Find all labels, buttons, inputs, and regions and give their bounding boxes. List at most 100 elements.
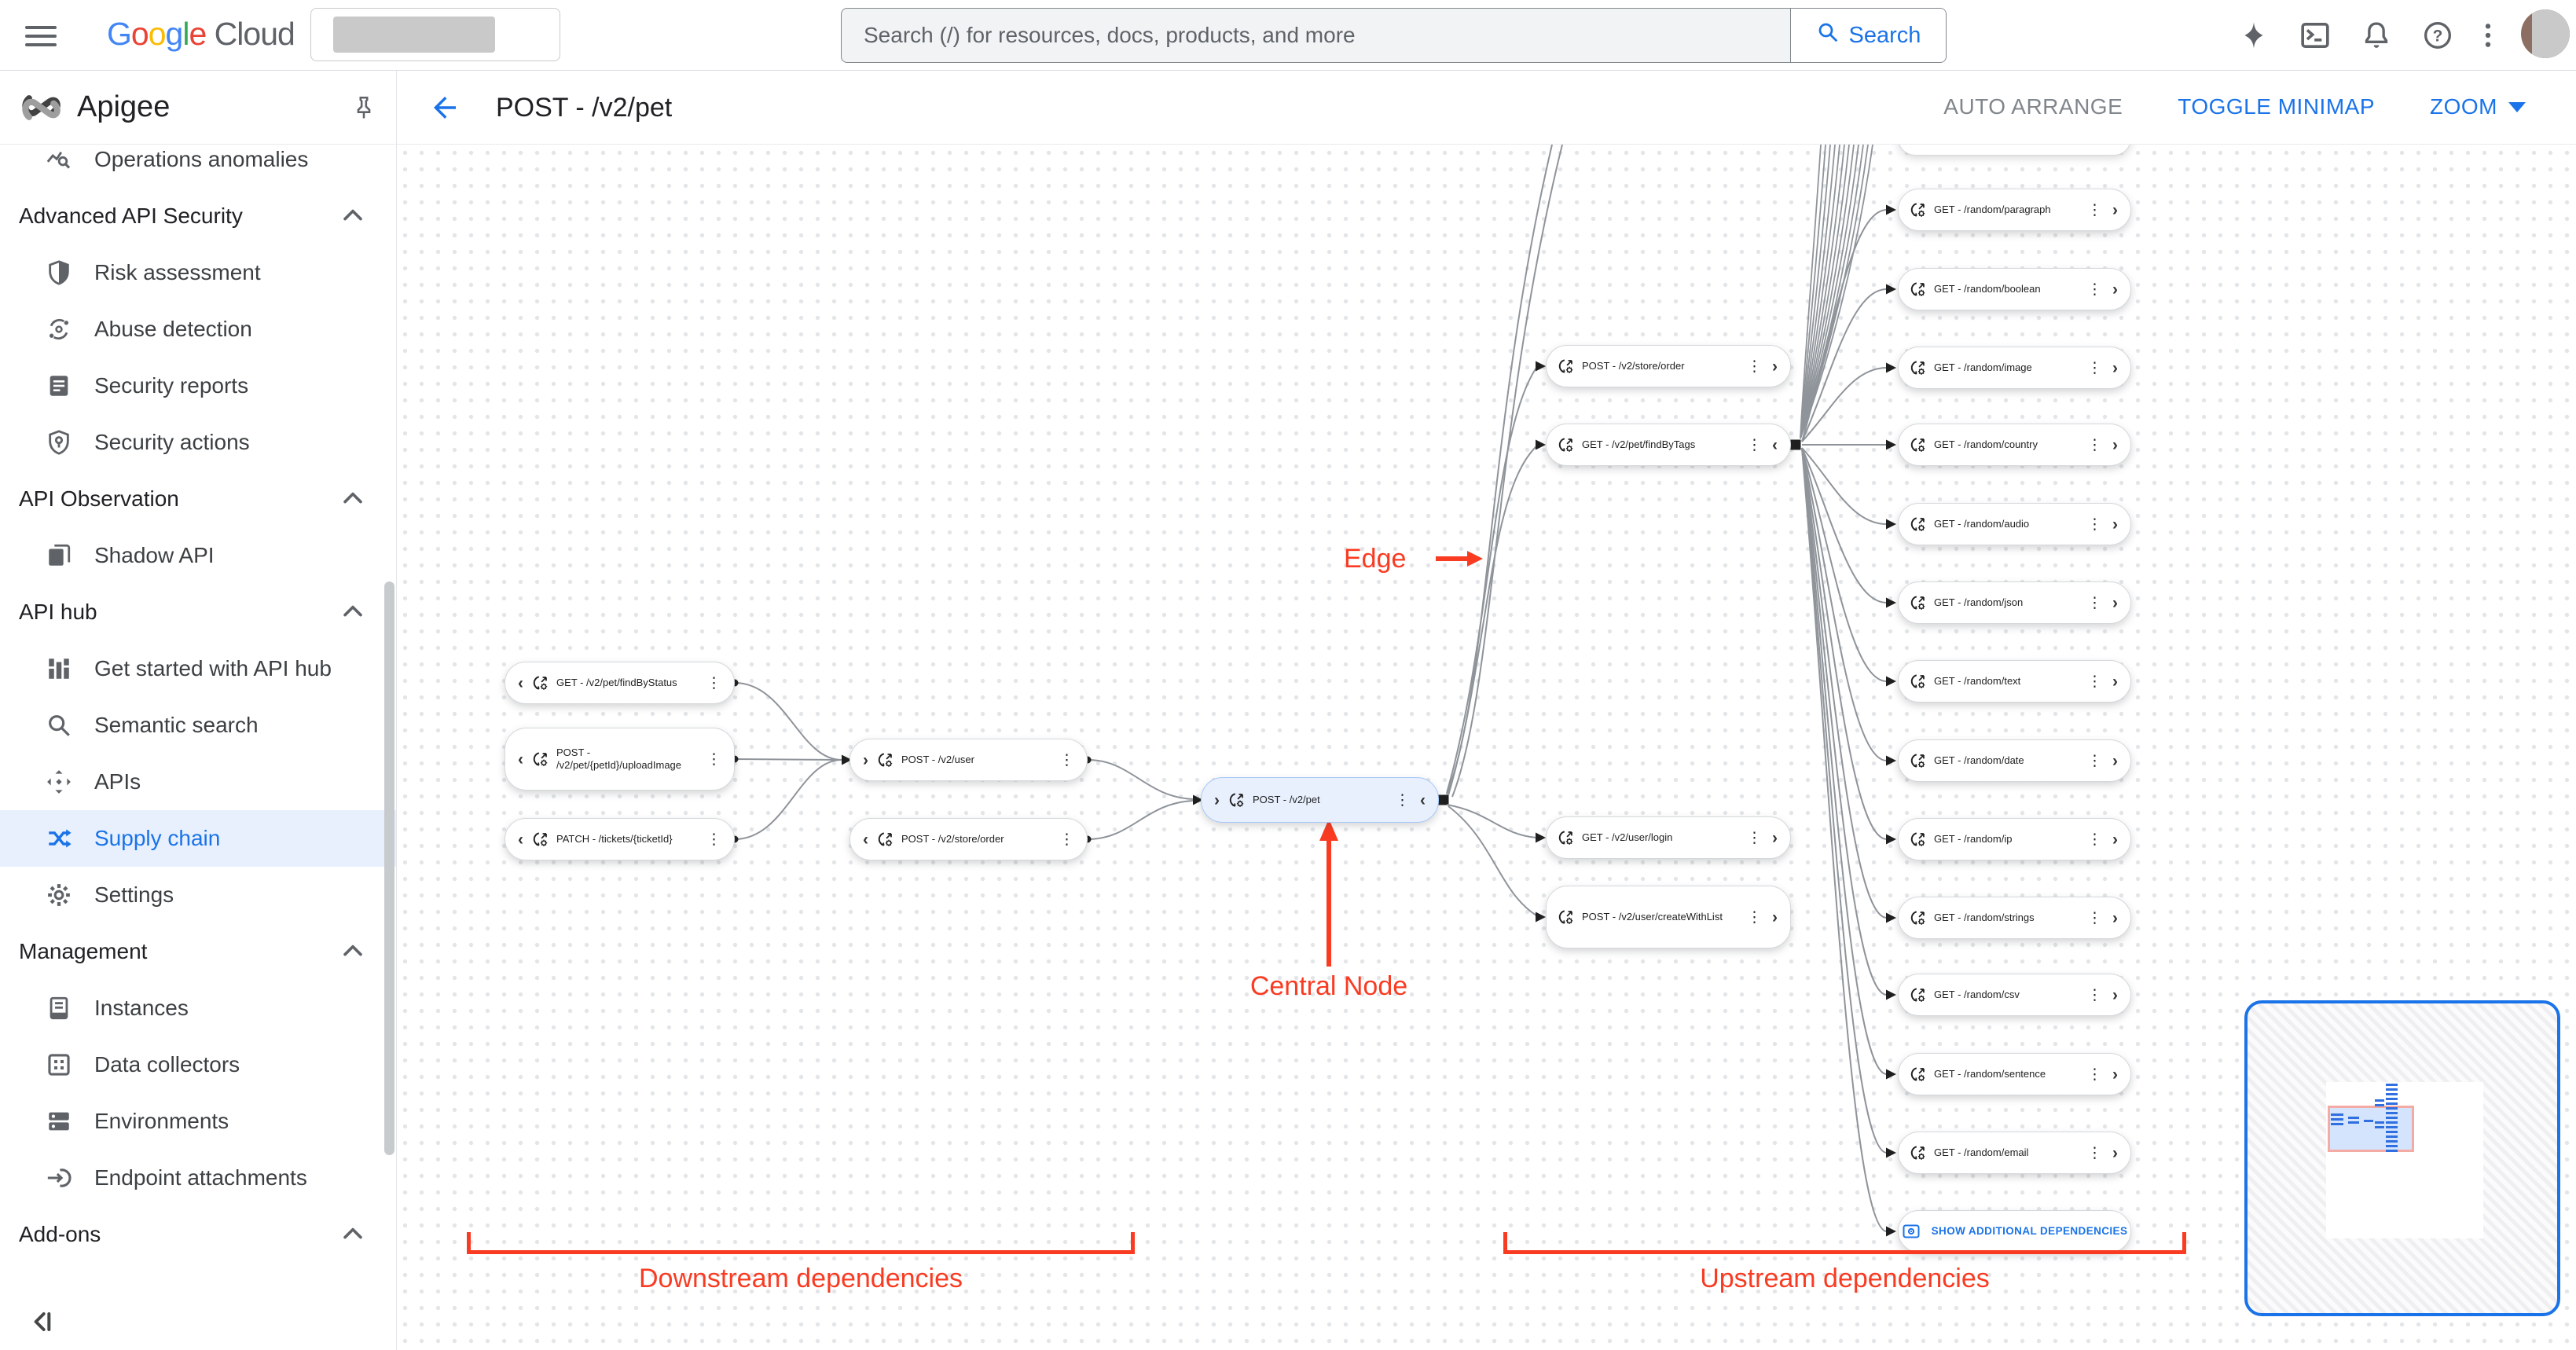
node-menu-icon[interactable]: ⋮ <box>2087 1066 2102 1083</box>
graph-node-get-random-image[interactable]: GET - /random/image⋮› <box>1898 347 2131 389</box>
node-menu-icon[interactable]: ⋮ <box>2087 831 2102 848</box>
node-menu-icon[interactable]: ⋮ <box>2087 436 2102 453</box>
expand-chevron-icon[interactable]: › <box>2112 435 2118 454</box>
more-vert-icon[interactable] <box>2472 20 2504 51</box>
node-menu-icon[interactable]: ⋮ <box>2087 986 2102 1003</box>
graph-node-get-v2-pet-findbytags[interactable]: GET - /v2/pet/findByTags⋮‹ <box>1546 424 1791 466</box>
cloud-shell-icon[interactable] <box>2299 20 2331 51</box>
node-menu-icon[interactable]: ⋮ <box>2087 673 2102 690</box>
graph-node-get-random-paragraph[interactable]: GET - /random/paragraph⋮› <box>1898 189 2131 231</box>
expand-chevron-icon[interactable]: ‹ <box>1420 791 1426 809</box>
node-menu-icon[interactable]: ⋮ <box>1747 358 1762 375</box>
expand-chevron-icon[interactable]: › <box>2112 358 2118 377</box>
node-menu-icon[interactable]: ⋮ <box>2087 201 2102 218</box>
sidebar-section-advanced-api-security[interactable]: Advanced API Security <box>0 188 396 244</box>
expand-chevron-icon[interactable]: › <box>2112 593 2118 612</box>
node-menu-icon[interactable]: ⋮ <box>1747 829 1762 846</box>
zoom-button[interactable]: ZOOM <box>2430 94 2526 119</box>
back-arrow-icon[interactable] <box>428 91 461 124</box>
node-menu-icon[interactable]: ⋮ <box>2087 359 2102 376</box>
node-menu-icon[interactable]: ⋮ <box>1395 791 1410 809</box>
node-menu-icon[interactable]: ⋮ <box>706 750 721 768</box>
expand-chevron-icon[interactable]: › <box>2112 751 2118 770</box>
graph-node-get-random-csv[interactable]: GET - /random/csv⋮› <box>1898 974 2131 1016</box>
graph-node-get-random-date[interactable]: GET - /random/date⋮› <box>1898 739 2131 782</box>
expand-chevron-icon[interactable]: ‹ <box>518 673 523 692</box>
sidebar-item-instances[interactable]: Instances <box>0 980 396 1036</box>
node-menu-icon[interactable]: ⋮ <box>1059 751 1074 769</box>
graph-node-get-random-country[interactable]: GET - /random/country⋮› <box>1898 424 2131 466</box>
graph-node-post-v2-pet[interactable]: ›POST - /v2/pet⋮‹ <box>1201 777 1439 823</box>
pin-icon[interactable] <box>350 94 377 121</box>
graph-node-get-v2-pet-findbystatus[interactable]: ‹GET - /v2/pet/findByStatus⋮ <box>505 662 735 704</box>
toggle-minimap-button[interactable]: TOGGLE MINIMAP <box>2178 94 2375 119</box>
search-button[interactable]: Search <box>1790 9 1946 62</box>
graph-node-get-random-json[interactable]: GET - /random/json⋮› <box>1898 581 2131 624</box>
auto-arrange-button[interactable]: AUTO ARRANGE <box>1943 94 2123 119</box>
graph-node-post-v2-store-order[interactable]: POST - /v2/store/order⋮› <box>1546 345 1791 387</box>
graph-node-get-random-ip[interactable]: GET - /random/ip⋮› <box>1898 818 2131 860</box>
expand-chevron-icon[interactable]: › <box>2112 1143 2118 1162</box>
hamburger-icon[interactable] <box>25 20 57 49</box>
search-input[interactable] <box>842 9 1790 62</box>
graph-node-get-random-sentence[interactable]: GET - /random/sentence⋮› <box>1898 1053 2131 1095</box>
graph-node-get-random-audio[interactable]: GET - /random/audio⋮› <box>1898 503 2131 545</box>
sidebar-item-endpoint-attachments[interactable]: Endpoint attachments <box>0 1150 396 1206</box>
sidebar-item-semantic-search[interactable]: Semantic search <box>0 697 396 754</box>
node-menu-icon[interactable]: ⋮ <box>2087 281 2102 298</box>
sidebar-item-security-reports[interactable]: Security reports <box>0 358 396 414</box>
collapse-sidebar-icon[interactable] <box>27 1306 58 1337</box>
sidebar-item-risk-assessment[interactable]: Risk assessment <box>0 244 396 301</box>
sidebar-section-add-ons[interactable]: Add-ons <box>0 1206 396 1263</box>
node-menu-icon[interactable]: ⋮ <box>2087 1144 2102 1161</box>
graph-node-post-v2-pet-petid-uploadimage[interactable]: ‹POST - /v2/pet/{petId}/uploadImage⋮ <box>505 728 735 791</box>
show-additional-dependencies-button[interactable]: SHOW ADDITIONAL DEPENDENCIES <box>1898 1210 2131 1253</box>
graph-node-get-v2-user-login[interactable]: GET - /v2/user/login⋮› <box>1546 816 1791 859</box>
node-menu-icon[interactable]: ⋮ <box>1747 436 1762 453</box>
graph-node-get-random-text[interactable]: GET - /random/text⋮› <box>1898 660 2131 703</box>
sidebar-scrollbar[interactable] <box>384 581 394 1155</box>
graph-node-partial[interactable] <box>1898 145 2131 156</box>
supply-chain-canvas[interactable]: ‹GET - /v2/pet/findByStatus⋮ ‹POST - /v2/… <box>397 145 2576 1350</box>
graph-node-get-random-strings[interactable]: GET - /random/strings⋮› <box>1898 897 2131 939</box>
sidebar-item-data-collectors[interactable]: Data collectors <box>0 1036 396 1093</box>
sidebar-item-environments[interactable]: Environments <box>0 1093 396 1150</box>
node-menu-icon[interactable]: ⋮ <box>706 674 721 692</box>
sidebar-item-get-started-with-api-hub[interactable]: Get started with API hub <box>0 640 396 697</box>
gemini-icon[interactable] <box>2238 20 2270 51</box>
notifications-icon[interactable] <box>2361 20 2392 51</box>
minimap-viewport[interactable] <box>2328 1106 2414 1152</box>
expand-chevron-icon[interactable]: › <box>2112 1065 2118 1084</box>
expand-chevron-icon[interactable]: › <box>2112 200 2118 219</box>
minimap[interactable] <box>2244 1000 2560 1316</box>
expand-chevron-icon[interactable]: › <box>2112 985 2118 1004</box>
expand-chevron-icon[interactable]: › <box>1772 357 1778 376</box>
sidebar-item-settings[interactable]: Settings <box>0 867 396 923</box>
sidebar-item-operations-anomalies[interactable]: Operations anomalies <box>0 131 396 188</box>
project-picker-button[interactable] <box>310 8 560 61</box>
graph-node-post-v2-store-order[interactable]: ‹POST - /v2/store/order⋮ <box>849 818 1088 860</box>
help-icon[interactable]: ? <box>2422 20 2453 51</box>
node-menu-icon[interactable]: ⋮ <box>2087 515 2102 533</box>
graph-node-post-v2-user[interactable]: ›POST - /v2/user⋮ <box>849 739 1088 781</box>
node-menu-icon[interactable]: ⋮ <box>2087 752 2102 769</box>
expand-chevron-icon[interactable]: › <box>1772 908 1778 926</box>
expand-chevron-icon[interactable]: ‹ <box>518 750 523 769</box>
expand-chevron-icon[interactable]: › <box>2112 908 2118 927</box>
graph-node-patch-tickets-ticketid[interactable]: ‹PATCH - /tickets/{ticketId}⋮ <box>505 818 735 860</box>
sidebar-item-abuse-detection[interactable]: Abuse detection <box>0 301 396 358</box>
sidebar-section-api-observation[interactable]: API Observation <box>0 471 396 527</box>
avatar[interactable] <box>2521 9 2570 58</box>
node-menu-icon[interactable]: ⋮ <box>706 831 721 848</box>
expand-chevron-icon[interactable]: ‹ <box>1772 435 1778 454</box>
expand-chevron-icon[interactable]: › <box>2112 830 2118 849</box>
node-menu-icon[interactable]: ⋮ <box>1747 908 1762 926</box>
sidebar-section-management[interactable]: Management <box>0 923 396 980</box>
expand-chevron-icon[interactable]: › <box>2112 280 2118 299</box>
expand-chevron-icon[interactable]: › <box>2112 672 2118 691</box>
expand-chevron-icon[interactable]: › <box>1214 791 1220 809</box>
sidebar-item-shadow-api[interactable]: Shadow API <box>0 527 396 584</box>
sidebar-item-apis[interactable]: APIs <box>0 754 396 810</box>
graph-node-post-v2-user-createwithlist[interactable]: POST - /v2/user/createWithList⋮› <box>1546 886 1791 948</box>
node-menu-icon[interactable]: ⋮ <box>1059 831 1074 848</box>
